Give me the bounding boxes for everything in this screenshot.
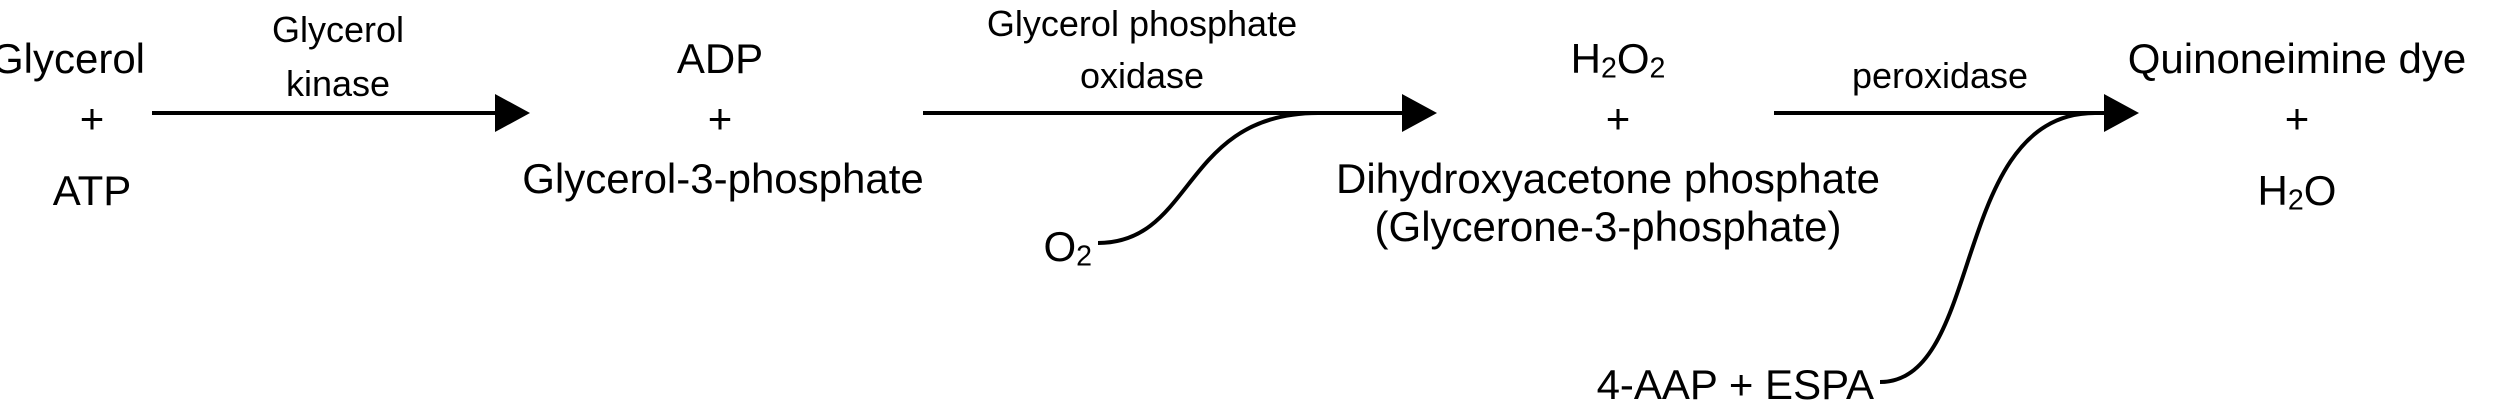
glycerol-3-phosphate-label: Glycerol-3-phosphate <box>522 155 924 202</box>
quinoneimine-dye-label: Quinoneimine dye <box>2127 35 2467 82</box>
aap-espa-input-curve <box>1879 111 2096 384</box>
arrow-glycerol-phosphate-oxidase <box>923 94 1437 132</box>
atp-label: ATP <box>52 167 132 214</box>
oxygen-label: O2 <box>1043 223 1092 273</box>
arrow-peroxidase <box>1774 94 2139 132</box>
o2-input-curve <box>1097 111 1319 245</box>
water-label: H2O <box>2257 167 2337 217</box>
enzyme-peroxidase: peroxidase <box>1851 55 2029 96</box>
enzyme-gpo-line2: oxidase <box>1079 55 1205 96</box>
arrow-glycerol-kinase <box>152 94 530 132</box>
aap-espa-label: 4-AAP + ESPA <box>1596 361 1874 408</box>
hydrogen-peroxide-label: H2O2 <box>1570 35 1666 85</box>
enzyme-glycerol-kinase-line1: Glycerol <box>271 9 405 50</box>
enzyme-glycerol-kinase-line2: kinase <box>285 63 391 104</box>
plus-sign: + <box>2284 95 2310 142</box>
plus-sign: + <box>79 95 105 142</box>
dihydroxyacetone-phosphate-label: Dihydroxyacetone phosphate <box>1335 155 1881 202</box>
glycerone-3-phosphate-label: (Glycerone-3-phosphate) <box>1374 203 1842 250</box>
glycerol-label: Glycerol <box>0 35 146 82</box>
enzyme-gpo-line1: Glycerol phosphate <box>986 3 1298 44</box>
adp-label: ADP <box>676 35 764 82</box>
plus-sign: + <box>707 95 733 142</box>
plus-sign: + <box>1605 95 1631 142</box>
